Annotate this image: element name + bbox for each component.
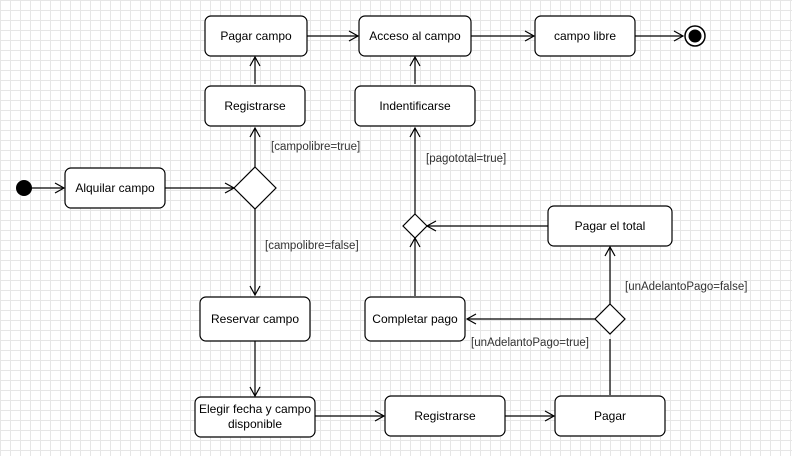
guard-pagototal-true: [pagototal=true] bbox=[426, 153, 506, 165]
decision-campolibre bbox=[233, 166, 277, 210]
action-label-line2: disponible bbox=[228, 417, 282, 431]
edges bbox=[32, 30, 685, 422]
action-identificarse: Indentificarse bbox=[354, 85, 476, 127]
action-label: Indentificarse bbox=[379, 99, 451, 113]
guard-adelanto-false: [unAdelantoPago=false] bbox=[625, 281, 747, 293]
action-label: Registrarse bbox=[224, 99, 286, 113]
action-label: campo libre bbox=[554, 29, 616, 43]
action-label: Registrarse bbox=[414, 409, 476, 423]
guard-campolibre-false: [campolibre=false] bbox=[265, 240, 359, 252]
final-node bbox=[684, 25, 706, 47]
action-registrarse-top: Registrarse bbox=[204, 85, 306, 127]
action-label: Alquilar campo bbox=[75, 181, 155, 195]
action-acceso-campo: Acceso al campo bbox=[358, 15, 472, 57]
action-reservar-campo: Reservar campo bbox=[199, 296, 311, 342]
decision-adelanto bbox=[594, 303, 626, 335]
action-pagar-campo: Pagar campo bbox=[204, 15, 308, 57]
action-label: Pagar bbox=[594, 409, 626, 423]
action-label: Reservar campo bbox=[211, 312, 299, 326]
guard-campolibre-true: [campolibre=true] bbox=[271, 141, 360, 153]
action-elegir-fecha: Elegir fecha y campo disponible bbox=[194, 396, 316, 438]
action-label: Pagar campo bbox=[220, 29, 292, 43]
initial-node bbox=[16, 180, 32, 196]
guard-adelanto-true: [unAdelantoPago=true] bbox=[471, 337, 589, 349]
action-label: Completar pago bbox=[372, 312, 458, 326]
action-label: Acceso al campo bbox=[369, 29, 461, 43]
action-label-line1: Elegir fecha y campo bbox=[199, 402, 311, 416]
action-pagar: Pagar bbox=[554, 395, 666, 437]
action-registrarse-bottom: Registrarse bbox=[384, 395, 506, 437]
action-alquilar-campo: Alquilar campo bbox=[64, 167, 166, 209]
action-pagar-total: Pagar el total bbox=[547, 205, 673, 247]
action-completar-pago: Completar pago bbox=[364, 296, 466, 342]
action-label: Pagar el total bbox=[575, 219, 646, 233]
merge-node-pago bbox=[402, 213, 428, 239]
action-campo-libre: campo libre bbox=[534, 15, 636, 57]
